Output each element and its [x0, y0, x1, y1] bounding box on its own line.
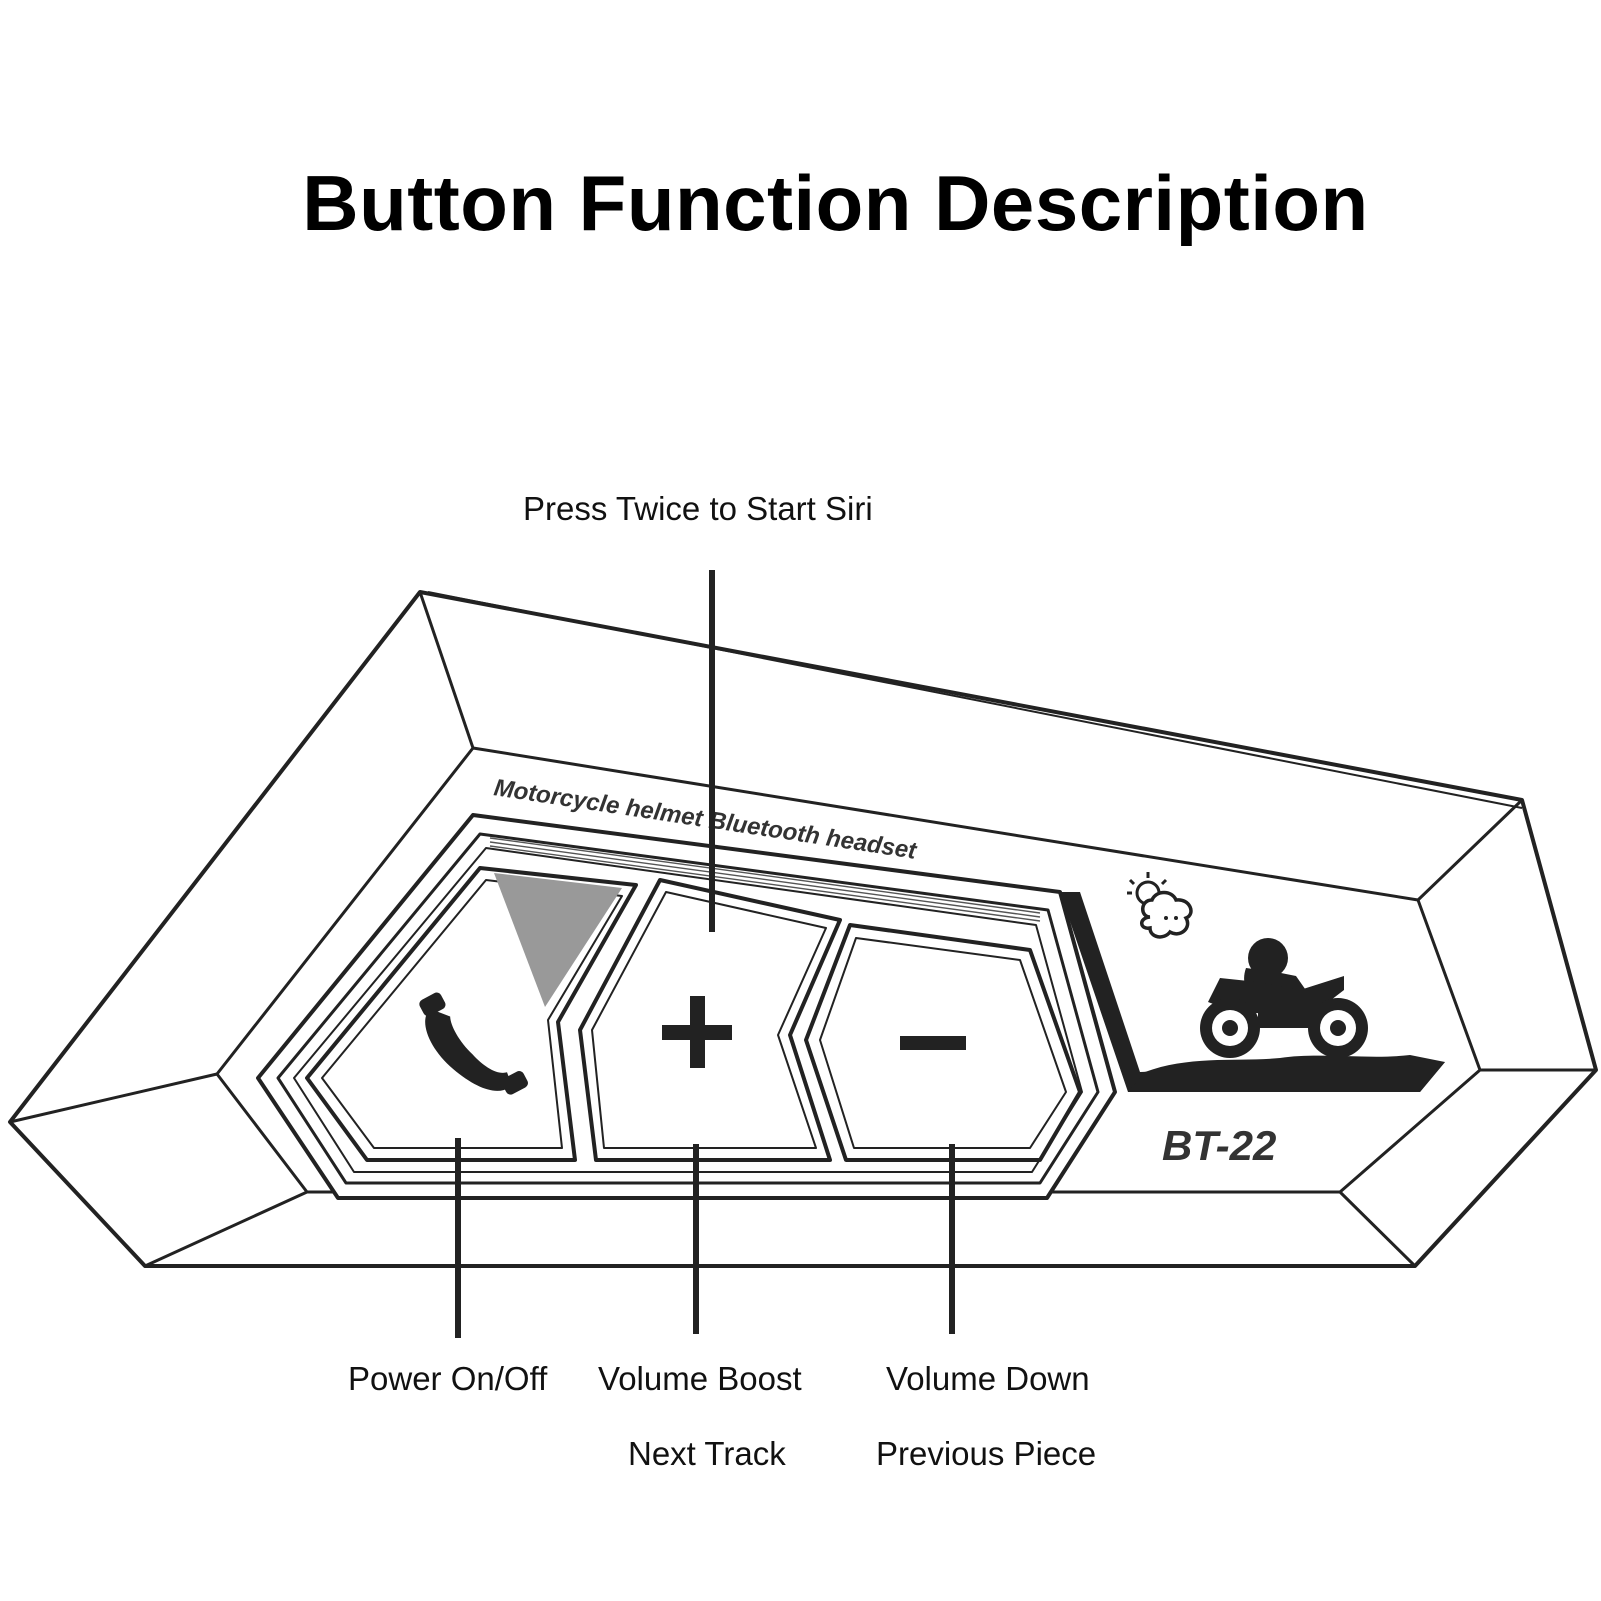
callout-previous-piece: Previous Piece — [876, 1435, 1097, 1472]
plus-button-inner — [591, 891, 827, 1149]
callout-volume-boost: Volume Boost — [598, 1360, 802, 1397]
phone-handset-icon — [419, 992, 528, 1095]
indicator-triangle — [494, 873, 622, 1007]
plus-button[interactable] — [578, 878, 842, 1162]
bevel-edges — [9, 591, 1596, 1268]
ground-hills — [1128, 1055, 1445, 1092]
callout-siri: Press Twice to Start Siri — [523, 490, 873, 527]
motorcycle-rider-icon — [1200, 938, 1368, 1058]
plus-icon — [662, 996, 732, 1068]
panel-hatch-strip — [489, 837, 1041, 922]
leader-lines — [455, 570, 955, 1338]
callout-next-track: Next Track — [628, 1435, 786, 1472]
top-edge-highlight — [427, 591, 1523, 809]
model-label: BT-22 — [1162, 1122, 1276, 1169]
minus-button-inner — [819, 937, 1067, 1149]
weather-icon — [1127, 872, 1193, 939]
phone-button-inner — [321, 879, 623, 1149]
minus-icon — [900, 1036, 966, 1050]
page-title: Button Function Description — [302, 159, 1369, 247]
callout-volume-down: Volume Down — [886, 1360, 1090, 1397]
callout-power: Power On/Off — [348, 1360, 548, 1397]
